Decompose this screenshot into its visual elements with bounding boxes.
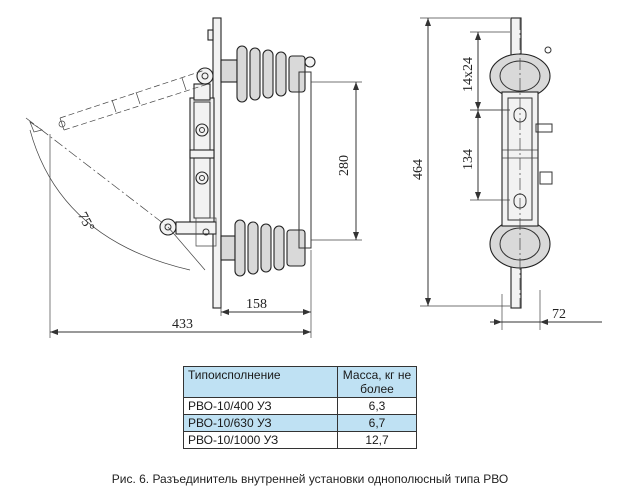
- front-view: 464 14x24 134 72: [411, 17, 602, 330]
- open-blade: [58, 69, 209, 131]
- row-type: РВО-10/400 УЗ: [183, 397, 338, 415]
- dim-overall-length: 433: [172, 317, 193, 332]
- dim-width: 72: [552, 307, 566, 322]
- header-mass: Масса, кг не более: [337, 366, 417, 398]
- angle-dimension: 75°: [25, 117, 206, 271]
- horizontal-dimensions: 433 158: [49, 134, 312, 338]
- dim-total-height: 464: [411, 159, 426, 180]
- dim-hole-pattern: 14x24: [461, 57, 476, 92]
- blade-assembly: [159, 67, 217, 247]
- row-type: РВО-10/630 УЗ: [183, 414, 338, 432]
- specification-table: Типоисполнение Масса, кг не более РВО-10…: [183, 366, 417, 449]
- dim-contact-height: 280: [337, 155, 352, 176]
- vertical-dimension-280: 280: [311, 81, 362, 241]
- upper-insulator: [220, 45, 316, 103]
- lower-insulator: [220, 219, 306, 277]
- table-row: РВО-10/400 УЗ 6,3: [183, 397, 417, 415]
- figure-caption: Рис. 6. Разъединитель внутренней установ…: [111, 472, 509, 486]
- side-view: 75° 433 158 280: [25, 17, 362, 338]
- row-mass: 12,7: [337, 431, 417, 449]
- dim-insulator-spacing: 158: [246, 297, 267, 312]
- table-row: РВО-10/1000 УЗ 12,7: [183, 431, 417, 449]
- dim-hole-spacing: 134: [461, 149, 476, 170]
- table-header-row: Типоисполнение Масса, кг не более: [183, 366, 417, 398]
- header-type: Типоисполнение: [183, 366, 338, 398]
- row-mass: 6,3: [337, 397, 417, 415]
- table-row: РВО-10/630 УЗ 6,7: [183, 414, 417, 432]
- row-type: РВО-10/1000 УЗ: [183, 431, 338, 449]
- technical-drawing: 75° 433 158 280: [25, 17, 602, 338]
- row-mass: 6,7: [337, 414, 417, 432]
